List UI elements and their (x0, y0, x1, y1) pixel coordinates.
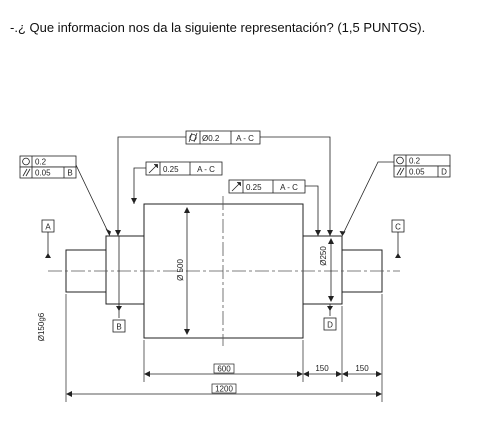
fcf-runout-right-value: 0.25 (246, 183, 262, 192)
left-bearing-seat (105, 235, 145, 305)
datum-b-label: B (116, 323, 121, 332)
fcf-left-row1-value: 0.2 (35, 158, 47, 167)
fcf-runout-right: 0.25 A - C (228, 179, 321, 236)
len1200-box (211, 383, 237, 394)
circularity-icon-right (396, 156, 404, 165)
datum-d: D (323, 304, 337, 331)
len150-right-label: 150 (355, 364, 369, 373)
len600-box (213, 363, 235, 374)
fcf-top: Ø0.2 A - C (115, 130, 333, 236)
fcf-right-row1-value: 0.2 (409, 157, 421, 166)
datum-a: A (41, 219, 55, 258)
fcf-top-value: Ø0.2 (202, 134, 220, 143)
datum-c: C (391, 219, 405, 258)
d500-label: Ø 500 (176, 259, 185, 281)
runout-icon-right (231, 182, 241, 192)
fcf-right-row2-datum: D (441, 168, 447, 177)
datum-b: B (112, 236, 126, 333)
fcf-left-row2-value: 0.05 (35, 169, 51, 178)
fcf-right-row2-value: 0.05 (409, 168, 425, 177)
fcf-left-row2-datum: B (67, 169, 72, 178)
runout-icon-left (148, 164, 158, 174)
fcf-top-datum: A - C (236, 134, 254, 143)
len1200-label: 1200 (215, 385, 233, 394)
fcf-left-stack: 0.2 0.05 B (19, 155, 111, 236)
datum-d-label: D (327, 321, 333, 330)
fcf-runout-right-datum: A - C (280, 183, 298, 192)
cylindricity-icon (188, 132, 198, 143)
parallelism-icon-left (22, 168, 31, 177)
fcf-right-stack: 0.2 0.05 D (339, 154, 451, 236)
datum-c-label: C (395, 223, 401, 232)
d250-label: Ø250 (319, 246, 328, 266)
centre-lines (48, 196, 400, 346)
question-text: -.¿ Que informacion nos da la siguiente … (10, 20, 426, 35)
fcf-runout-left: 0.25 A - C (131, 161, 223, 204)
fcf-runout-left-datum: A - C (197, 165, 215, 174)
d150-label: Ø150g6 (37, 312, 46, 341)
datum-a-label: A (45, 223, 51, 232)
right-bearing-seat (302, 235, 343, 305)
circularity-icon-left (22, 157, 30, 166)
len600-label: 600 (217, 365, 231, 374)
fcf-runout-left-value: 0.25 (163, 165, 179, 174)
len150-left-label: 150 (315, 364, 329, 373)
parallelism-icon-right (396, 167, 405, 176)
